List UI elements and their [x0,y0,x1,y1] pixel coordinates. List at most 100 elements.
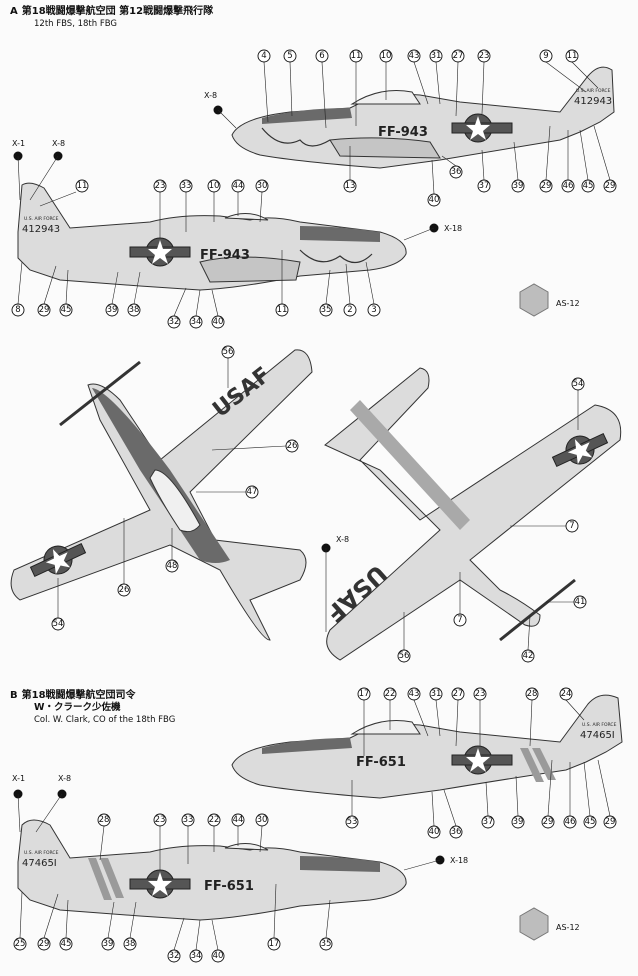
callout-53: 53 [345,780,359,829]
svg-text:45: 45 [585,817,596,827]
svg-text:43: 43 [409,689,420,699]
svg-text:22: 22 [209,815,220,825]
svg-text:32: 32 [169,951,180,961]
svg-text:7: 7 [457,615,462,625]
svg-text:40: 40 [213,317,224,327]
callout-45: 45 [59,899,73,951]
svg-text:23: 23 [475,689,486,699]
svg-text:30: 30 [257,181,268,191]
callout-7: 7 [453,572,467,627]
svg-text:44: 44 [233,815,244,825]
callout-27: 27 [451,687,465,747]
svg-text:46: 46 [565,817,576,827]
svg-text:5: 5 [287,51,292,61]
callout-43: 43 [407,687,429,737]
air-force-text: U.S. AIR FORCE [24,850,59,856]
paint-markers: X-8 X-1 X-8 X-18 AS-12 X-8 X-1 X-8 X-18 … [12,91,580,941]
callout-33: 33 [181,813,195,864]
callout-56: 56 [221,345,235,388]
callout-11: 11 [275,250,289,317]
svg-text:22: 22 [385,689,396,699]
svg-text:11: 11 [277,305,288,315]
svg-text:10: 10 [209,181,220,191]
svg-text:43: 43 [409,51,420,61]
callout-11: 11 [39,179,89,207]
callout-22: 22 [383,687,397,730]
callout-25: 25 [13,891,27,951]
svg-text:29: 29 [605,181,616,191]
serial-number: 412943 [22,224,60,235]
svg-text:34: 34 [191,951,202,961]
callout-38: 38 [123,901,137,951]
svg-text:40: 40 [429,827,440,837]
callout-4: 4 [257,49,271,123]
callout-26: 26 [117,518,131,597]
callout-39: 39 [105,271,119,317]
svg-text:11: 11 [77,181,88,191]
as12-swatch [519,907,549,941]
callout-47: 47 [196,485,259,499]
svg-text:37: 37 [479,181,490,191]
section-letter: A [10,6,18,17]
svg-text:26: 26 [119,585,130,595]
callout-32: 32 [167,917,185,963]
callout-17: 17 [267,883,281,951]
callout-54: 54 [571,377,585,430]
svg-text:38: 38 [125,939,136,949]
svg-text:23: 23 [155,815,166,825]
svg-text:28: 28 [99,815,110,825]
paint-code-label: X-8 [58,774,71,783]
paint-code-label: X-8 [204,91,217,100]
svg-text:27: 27 [453,51,464,61]
svg-text:30: 30 [257,815,268,825]
paint-code-label: X-8 [336,535,349,544]
callout-26: 26 [211,439,299,453]
svg-text:4: 4 [261,51,266,61]
aircraft-code: FF-943 [378,125,428,140]
paint-code-label: AS-12 [556,299,580,308]
callout-30: 30 [255,813,269,853]
svg-text:33: 33 [183,815,194,825]
section-subtitle-en: Col. W. Clark, CO of the 18th FBG [34,715,176,725]
svg-text:24: 24 [561,689,572,699]
callout-17: 17 [357,687,371,756]
svg-text:29: 29 [605,817,616,827]
svg-text:11: 11 [351,51,362,61]
paint-code-label: X-8 [52,139,65,148]
callout-27: 27 [451,49,465,117]
aircraft-a-right-profile: FF-943 412943 U.S. AIR FORCE [231,66,615,169]
callout-33: 33 [179,179,193,232]
callout-30: 30 [255,179,269,223]
paint-code-label: AS-12 [556,923,580,932]
svg-text:29: 29 [541,181,552,191]
callout-39: 39 [511,141,525,193]
callout-28: 28 [97,813,111,861]
svg-text:26: 26 [287,441,298,451]
callout-3: 3 [365,261,381,317]
paint-code-label: X-18 [444,224,462,233]
callout-24: 24 [559,687,585,721]
svg-text:33: 33 [181,181,192,191]
air-force-text: U.S. AIR FORCE [24,216,59,222]
svg-text:45: 45 [61,939,72,949]
aircraft-code: FF-651 [204,879,254,894]
callout-45: 45 [59,269,73,317]
callout-29: 29 [597,759,617,829]
section-subtitle: 12th FBS, 18th FBG [34,19,118,29]
callout-54: 54 [51,578,65,631]
svg-text:48: 48 [167,561,178,571]
callout-40: 40 [211,919,225,963]
callout-34: 34 [189,289,203,329]
callout-45: 45 [579,129,595,193]
section-subtitle-jp: W・クラーク少佐機 [34,702,121,713]
callout-22: 22 [207,813,221,852]
section-title: 第18戦闘爆撃航空団 第12戦闘爆撃飛行隊 [21,6,214,17]
callout-36: 36 [441,155,463,179]
svg-text:35: 35 [321,939,332,949]
svg-text:54: 54 [53,619,64,629]
callout-36: 36 [443,789,463,839]
callout-37: 37 [481,781,495,829]
